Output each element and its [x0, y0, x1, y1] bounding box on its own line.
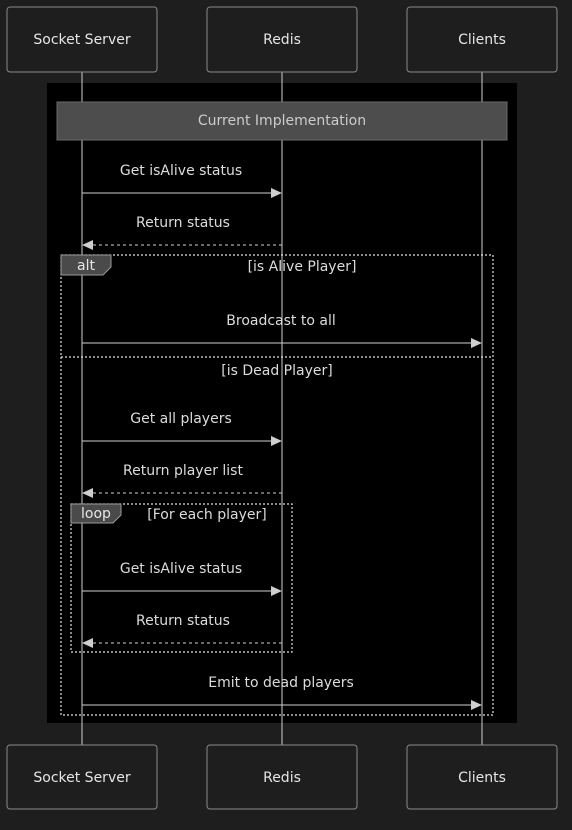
alt-frame	[60, 254, 494, 716]
actor-label: Socket Server	[33, 32, 130, 48]
arrowhead-left	[82, 240, 93, 250]
alt-tag-label: alt	[77, 258, 95, 274]
arrowhead-right	[271, 586, 282, 596]
message-label: Return status	[136, 215, 230, 231]
loop-fragment: loop [For each player]	[70, 503, 293, 653]
actor-redis-bottom: Redis	[206, 744, 358, 810]
loop-frame	[70, 503, 293, 653]
arrowhead-left	[82, 638, 93, 648]
alt-tag-box	[60, 254, 112, 276]
alt-else-guard-label: [is Dead Player]	[221, 363, 332, 379]
message-return-status: Return status	[82, 215, 282, 250]
message-get-all-players: Get all players	[82, 411, 282, 446]
message-label: Get isAlive status	[120, 561, 242, 577]
message-label: Return player list	[123, 463, 243, 479]
message-label: Emit to dead players	[208, 675, 354, 691]
loop-tag-label: loop	[81, 506, 111, 522]
loop-tag-box	[70, 503, 122, 524]
message-label: Get all players	[130, 411, 232, 427]
message-label: Get isAlive status	[120, 163, 242, 179]
actor-label: Clients	[458, 770, 506, 786]
actor-label: Redis	[263, 32, 301, 48]
note-label: Current Implementation	[198, 113, 366, 129]
arrowhead-right	[471, 700, 482, 710]
actor-redis-top: Redis	[206, 6, 358, 73]
message-label: Broadcast to all	[226, 313, 335, 329]
message-emit-to-dead-players: Emit to dead players	[82, 675, 482, 710]
message-label: Return status	[136, 613, 230, 629]
message-broadcast-to-all: Broadcast to all	[82, 313, 482, 348]
message-get-isalive-status-loop: Get isAlive status	[82, 561, 282, 596]
message-return-player-list: Return player list	[82, 463, 282, 498]
message-get-isalive-status: Get isAlive status	[82, 163, 282, 198]
loop-guard-label: [For each player]	[147, 507, 266, 523]
alt-fragment: alt [is Alive Player] [is Dead Player]	[60, 254, 494, 716]
arrowhead-right	[271, 436, 282, 446]
arrowhead-left	[82, 488, 93, 498]
actor-label: Clients	[458, 32, 506, 48]
alt-guard-label: [is Alive Player]	[248, 259, 357, 275]
actor-clients-bottom: Clients	[406, 744, 558, 810]
actor-socket-server-bottom: Socket Server	[6, 744, 158, 810]
arrowhead-right	[471, 338, 482, 348]
actor-label: Socket Server	[33, 770, 130, 786]
message-return-status-loop: Return status	[82, 613, 282, 648]
arrowhead-right	[271, 188, 282, 198]
actor-clients-top: Clients	[406, 6, 558, 73]
note-current-implementation: Current Implementation	[56, 101, 508, 141]
actor-socket-server-top: Socket Server	[6, 6, 158, 73]
actor-label: Redis	[263, 770, 301, 786]
